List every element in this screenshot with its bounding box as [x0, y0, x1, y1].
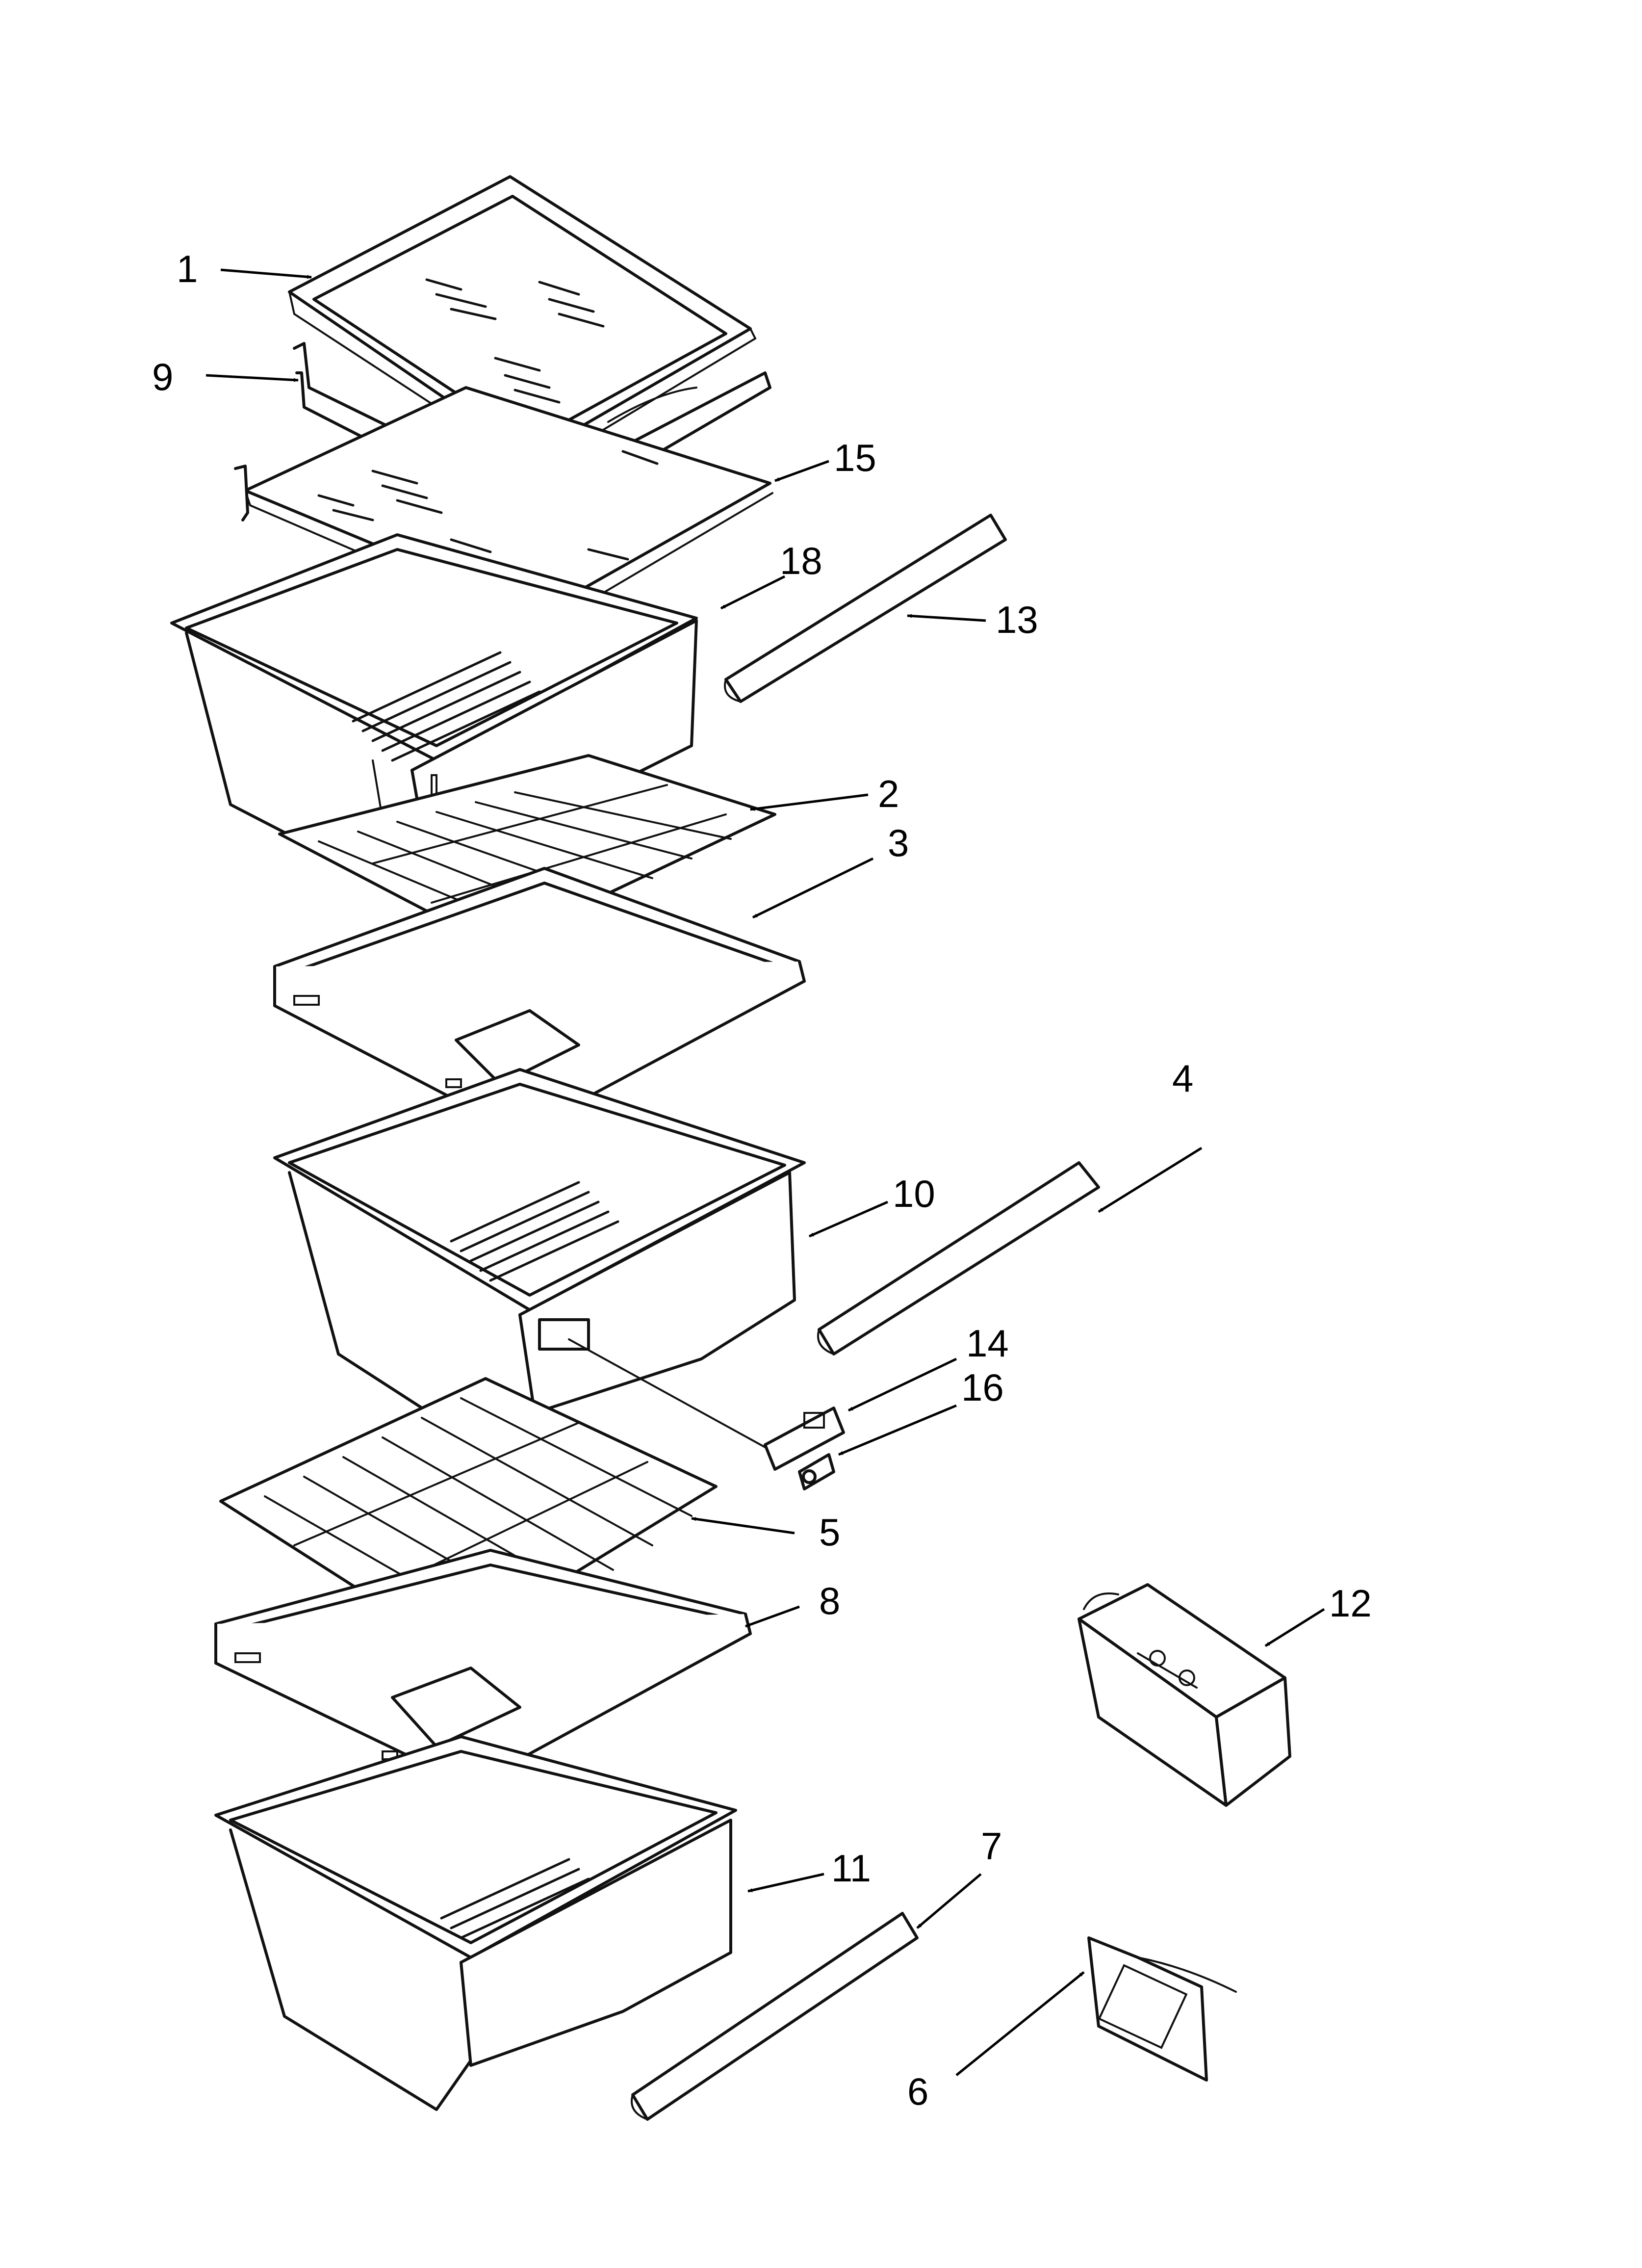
callout-1: 1: [177, 247, 198, 290]
callout-3: 3: [888, 821, 909, 864]
slide-rail-middle: [817, 1161, 1100, 1356]
callout-14: 14: [966, 1322, 1009, 1365]
callout-9: 9: [152, 355, 173, 398]
callout-18: 18: [780, 539, 822, 582]
callout-7: 7: [981, 1825, 1002, 1868]
vent-grille: [440, 1858, 590, 1939]
vent-grille: [352, 651, 541, 762]
callout-8: 8: [819, 1579, 840, 1622]
crisper-drawer-lower: [214, 1735, 737, 2111]
glass-reflection-marks: [425, 278, 605, 404]
butter-egg-bin: [1078, 1583, 1291, 1807]
vent-grille: [450, 1181, 619, 1282]
callout-15: 15: [834, 436, 876, 479]
callout-13: 13: [996, 598, 1038, 641]
humidity-control-slide: [764, 1407, 845, 1471]
label-holder: [1087, 1936, 1237, 2082]
crisper-cover-frame-lower: [214, 1549, 752, 1787]
callout-10: 10: [893, 1172, 935, 1215]
callout-2: 2: [878, 772, 899, 815]
slide-rail-lower: [631, 1912, 919, 2121]
callout-4: 4: [1172, 1057, 1193, 1100]
callout-11: 11: [831, 1847, 871, 1890]
callout-16: 16: [961, 1366, 1004, 1409]
callout-5: 5: [819, 1511, 840, 1554]
crisper-cover-frame-middle: [273, 867, 806, 1135]
humidity-control-clip: [798, 1453, 835, 1490]
crisper-drawer-middle: [273, 1068, 806, 1454]
leader-lines: [205, 268, 1325, 2076]
callout-labels: 1 9 15 18 13 2 3 4 10 14 16 5 8 12 11 7 …: [152, 247, 1372, 2113]
slide-rail-upper: [724, 514, 1007, 703]
callout-6: 6: [907, 2070, 928, 2113]
callout-12: 12: [1329, 1582, 1372, 1625]
crisper-cover-frame-top: [288, 175, 757, 472]
